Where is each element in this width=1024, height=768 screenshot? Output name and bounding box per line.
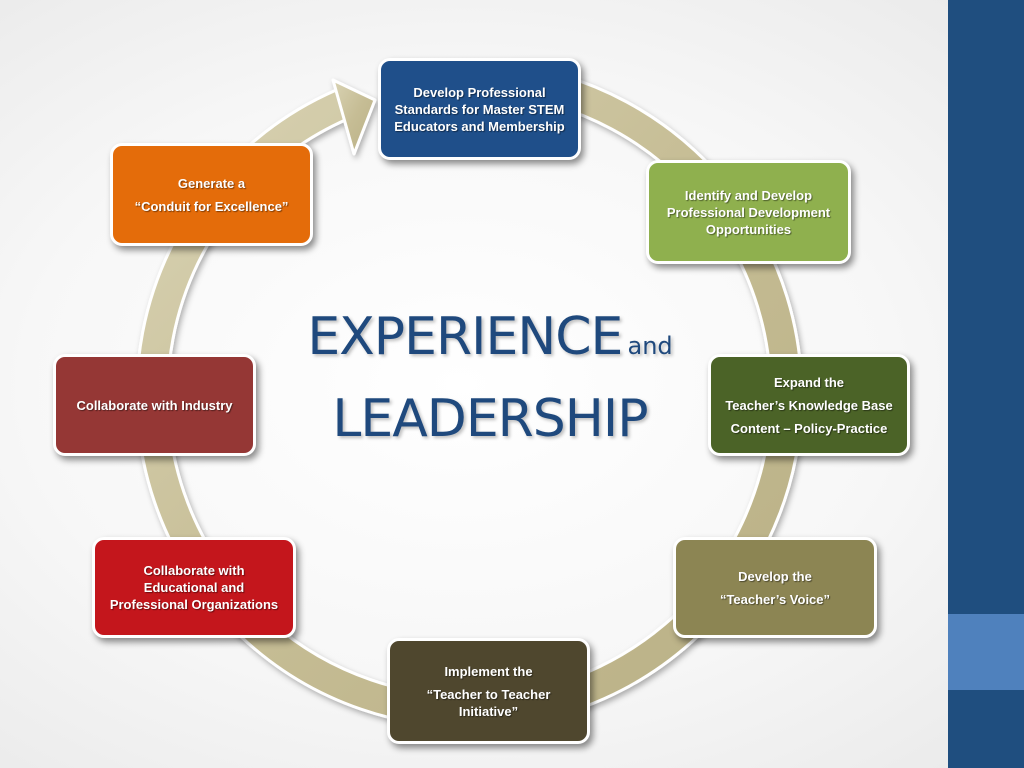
step-line: Expand the [773,374,845,390]
step-line: Implement the [444,663,533,679]
step-line: Teacher’s Knowledge Base [725,397,893,413]
step-line: Generate a [177,175,246,191]
sidebar-accent-block [948,614,1024,690]
step-line: Identify and Develop [684,187,813,203]
title-and: and [627,332,673,360]
step-conduit: Generate a “Conduit for Excellence” [110,143,313,246]
step-line: Standards for Master STEM [394,101,565,117]
step-line: Educators and Membership [394,118,565,134]
step-line: Initiative” [458,703,519,719]
step-teachers-voice: Develop the “Teacher’s Voice” [673,537,877,638]
cycle-arrow-head [331,78,377,156]
step-line: Opportunities [705,221,792,237]
step-line: “Teacher to Teacher [426,686,551,702]
step-line: Develop the [738,568,812,584]
step-line: “Conduit for Excellence” [134,198,289,214]
step-line: Professional Organizations [109,597,279,612]
center-title: EXPERIENCE and LEADERSHIP [270,305,710,451]
title-leadership: LEADERSHIP [332,389,648,449]
step-line: Develop Professional [413,84,546,100]
step-line: “Teacher’s Voice” [719,591,831,607]
step-line: Professional Development [666,204,831,220]
step-line: Collaborate with [143,563,245,578]
step-line: Content – Policy-Practice [730,420,888,436]
step-line: Collaborate with Industry [76,397,233,413]
step-line: Educational and [143,580,245,595]
step-collaborate-industry: Collaborate with Industry [53,354,256,456]
title-experience: EXPERIENCE [307,307,623,367]
